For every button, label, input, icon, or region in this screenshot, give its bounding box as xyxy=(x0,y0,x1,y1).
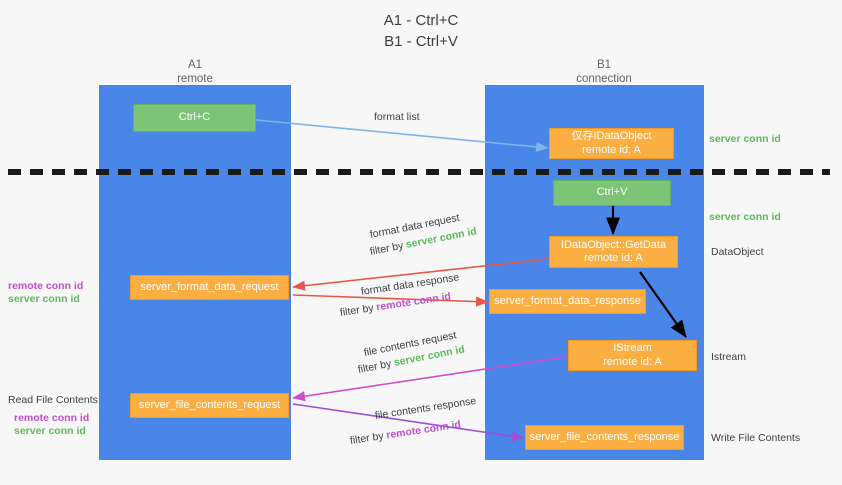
annotation-file-contents-response: file contents response xyxy=(374,394,477,422)
box-ctrl-v-label: Ctrl+V xyxy=(596,186,628,199)
box-idataobject-create-line2: remote id: A xyxy=(582,143,641,156)
box-idataobject-getdata[interactable]: IDataObject::GetData remote id: A xyxy=(549,236,678,268)
box-server-file-contents-request-label: server_file_contents_request xyxy=(138,398,281,411)
column-header-a1: A1 remote xyxy=(95,58,295,86)
box-getdata-line2: remote id: A xyxy=(584,252,643,264)
filter-value-remote-conn-id-2: remote conn id xyxy=(385,418,462,442)
annotation-format-list: format list xyxy=(374,111,420,123)
filter-by-label-3: filter by xyxy=(356,357,393,376)
title-line-1: A1 - Ctrl+C xyxy=(383,12,459,29)
label-data-object: DataObject xyxy=(711,246,764,258)
box-server-file-contents-response-label: server_file_contents_response xyxy=(529,430,680,443)
annotation-format-data-response-filter: filter by remote conn id xyxy=(339,290,452,320)
label-server-conn-id-2: server conn id xyxy=(14,425,86,437)
filter-by-label-1: filter by xyxy=(368,239,405,258)
column-a1-sub: remote xyxy=(177,73,213,85)
page-title: A1 - Ctrl+C B1 - Ctrl+V xyxy=(0,10,842,52)
annotation-file-contents-response-filter: filter by remote conn id xyxy=(349,418,462,448)
label-remote-conn-id-2: remote conn id xyxy=(14,412,90,424)
label-server-conn-id-top: server conn id xyxy=(709,133,781,145)
box-server-format-data-response-label: server_format_data_response xyxy=(494,294,641,307)
label-istream: Istream xyxy=(711,351,747,363)
box-server-format-data-request[interactable]: server_format_data_request xyxy=(130,275,289,300)
label-read-file-contents: Read File Contents xyxy=(8,394,98,406)
box-getdata-line1: IDataObject::GetData xyxy=(560,238,667,251)
label-write-file-contents: Write File Contents xyxy=(711,432,801,444)
box-istream-line1: IStream xyxy=(613,342,652,354)
box-server-file-contents-request[interactable]: server_file_contents_request xyxy=(130,393,289,418)
box-istream-line2: remote id: A xyxy=(603,355,662,368)
box-ctrl-v[interactable]: Ctrl+V xyxy=(553,180,671,206)
box-ctrl-c[interactable]: Ctrl+C xyxy=(133,104,256,132)
box-server-file-contents-response[interactable]: server_file_contents_response xyxy=(525,425,684,450)
label-server-conn-id-1: server conn id xyxy=(8,293,80,305)
label-remote-conn-id-1: remote conn id xyxy=(8,280,84,292)
box-server-format-data-response[interactable]: server_format_data_response xyxy=(489,289,646,314)
box-ctrl-c-label: Ctrl+C xyxy=(178,111,211,124)
title-line-2: B1 - Ctrl+V xyxy=(384,33,458,50)
filter-by-label-4: filter by xyxy=(349,430,385,447)
box-server-format-data-request-label: server_format_data_request xyxy=(140,280,279,293)
box-idataobject-create-line1: 仅存IDataObject xyxy=(571,130,652,142)
filter-by-label-2: filter by xyxy=(339,302,375,319)
column-b1-name: B1 xyxy=(596,59,612,71)
box-idataobject-create[interactable]: 仅存IDataObject remote id: A xyxy=(549,128,674,159)
column-header-b1: B1 connection xyxy=(504,58,704,86)
column-b1-sub: connection xyxy=(576,73,632,85)
label-server-conn-id-mid: server conn id xyxy=(709,211,781,223)
box-istream[interactable]: IStream remote id: A xyxy=(568,340,697,371)
column-a1-name: A1 xyxy=(187,59,203,71)
